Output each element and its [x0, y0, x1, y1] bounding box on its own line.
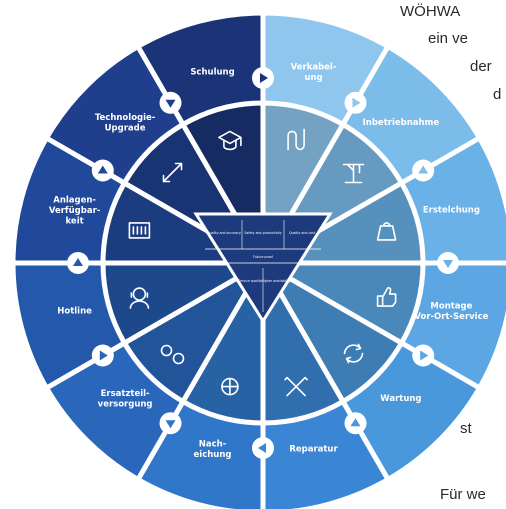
segment-label-line: Vor-Ort-Service: [414, 312, 488, 322]
thumbs-up-icon: [376, 287, 397, 307]
segment-label-line: Nach-: [199, 439, 227, 449]
refresh-cycle-icon: [343, 343, 364, 364]
arrow-left-icon: [252, 437, 274, 459]
arrow-right-icon: [344, 91, 367, 114]
side-text-line1: WÖHWA: [400, 3, 461, 20]
labels-layer: Verkabel-ungInbetriebnahmeErstelchungMon…: [49, 63, 489, 460]
triangle-top-1: Quality and accuracy: [207, 231, 241, 235]
segment-label-line: Wartung: [380, 394, 421, 404]
center-triangle: Quality and accuracy Safety and producti…: [193, 212, 333, 324]
arrow-down-icon: [437, 252, 459, 274]
cable-icon: [287, 128, 305, 151]
segment-label-3: Erstelchung: [423, 206, 480, 216]
segment-label-line: Verfügbar-: [49, 206, 101, 216]
segment-label-9: Hotline: [57, 307, 92, 317]
side-text-line5: st: [460, 420, 472, 437]
segment-label-1: Verkabel-ung: [291, 63, 337, 84]
segment-label-5: Wartung: [380, 394, 421, 404]
triangle-bottom-2: Higher availability: [262, 279, 291, 283]
segment-label-6: Reparatur: [289, 444, 338, 454]
gears-icon: [160, 344, 185, 365]
segment-label-12: Schulung: [190, 68, 234, 78]
segment-label-line: Inbetriebnahme: [363, 118, 440, 128]
arrow-up-icon: [344, 412, 367, 435]
graduation-cap-icon: [218, 130, 242, 151]
headset-person-icon: [129, 287, 150, 309]
triangle-top-3: Quality and cost: [289, 231, 316, 235]
segment-label-line: Verkabel-: [291, 63, 337, 73]
segment-label-8: Ersatzteil-versorgung: [98, 389, 153, 410]
arrows-layer: [67, 67, 459, 459]
gear-scale-icon: [221, 377, 239, 396]
segment-label-line: ung: [304, 73, 322, 83]
arrow-down-icon: [159, 412, 182, 435]
arrow-up-icon: [91, 159, 114, 182]
segment-label-line: Upgrade: [105, 124, 146, 134]
segment-label-11: Technologie-Upgrade: [95, 113, 156, 134]
side-text-line3: der: [470, 58, 492, 75]
segment-label-2: Inbetriebnahme: [363, 118, 440, 128]
segment-label-line: Hotline: [57, 307, 92, 317]
segment-label-10: Anlagen-Verfügbar-keit: [49, 196, 101, 227]
triangle-bottom-1: Service quality: [238, 279, 262, 283]
machine-icon: [128, 222, 151, 239]
arrow-right-icon: [252, 67, 274, 89]
segment-label-line: Schulung: [190, 68, 234, 78]
segment-label-line: versorgung: [98, 399, 153, 409]
tools-icon: [284, 376, 308, 397]
segment-label-7: Nach-eichung: [194, 439, 232, 460]
segment-label-line: Reparatur: [289, 444, 338, 454]
upgrade-arrows-icon: [162, 162, 183, 183]
segment-label-line: keit: [66, 217, 84, 227]
segment-label-line: Ersatzteil-: [101, 389, 150, 399]
triangle-shape: [193, 212, 333, 324]
segment-label-line: Technologie-: [95, 113, 156, 123]
segment-label-line: Montage: [430, 302, 472, 312]
arrow-up-icon: [67, 252, 89, 274]
arrow-down-icon: [159, 91, 182, 114]
crane-icon: [342, 163, 365, 184]
side-text-line6: Für we: [440, 486, 486, 503]
arrow-right-icon: [412, 344, 435, 367]
side-text-line4: d: [493, 86, 502, 103]
arrow-up-icon: [412, 159, 435, 182]
icons-layer: [128, 128, 397, 397]
arrow-right-icon: [91, 344, 114, 367]
segment-label-line: Erstelchung: [423, 206, 480, 216]
segment-label-line: eichung: [194, 450, 232, 460]
triangle-middle: Future proof: [253, 255, 273, 259]
side-text-line2: ein ve: [428, 30, 469, 47]
segment-label-line: Anlagen-: [53, 196, 96, 206]
triangle-top-2: Safety and productivity: [244, 231, 281, 235]
weight-kg-icon: [376, 222, 397, 241]
